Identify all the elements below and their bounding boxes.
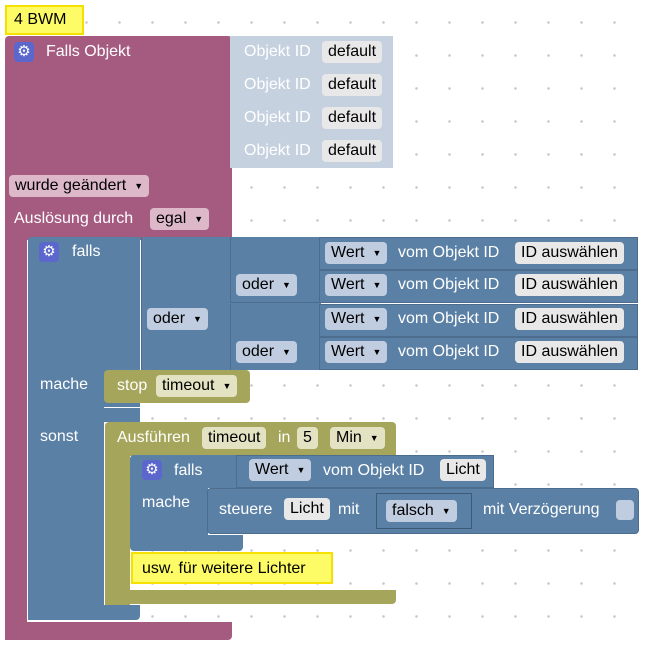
dropdown-arrow-icon: ▼: [369, 433, 379, 443]
delay-checkbox[interactable]: [616, 500, 634, 520]
dropdown-arrow-icon: ▼: [222, 381, 232, 391]
of-object-label: vom Objekt ID: [398, 310, 500, 327]
trigger-block[interactable]: [5, 36, 232, 240]
of-object-label: vom Objekt ID: [398, 343, 500, 360]
of-object-label: vom Objekt ID: [398, 244, 500, 261]
control-value-dropdown[interactable]: falsch ▼: [386, 500, 457, 522]
dropdown-arrow-icon: ▼: [282, 347, 291, 357]
dropdown-arrow-icon: ▼: [372, 280, 382, 290]
comment-top[interactable]: [5, 5, 84, 35]
object-label: Objekt ID: [244, 109, 311, 126]
select-id-field-3[interactable]: ID auswählen: [515, 308, 624, 330]
trigger-label: Auslösung durch: [14, 210, 134, 227]
timeout-block-left-bar: [105, 455, 130, 605]
dropdown-arrow-icon: ▼: [134, 181, 144, 191]
dropdown-arrow-icon: ▼: [193, 314, 202, 324]
select-id-field-1[interactable]: ID auswählen: [515, 242, 624, 264]
inner-if-bottom: [130, 535, 243, 551]
value-label: Wert: [331, 244, 365, 262]
control-object-field[interactable]: Licht: [284, 498, 330, 520]
dropdown-arrow-icon: ▼: [372, 347, 382, 357]
timeout-unit-value: Min: [336, 429, 362, 447]
if-label: falls: [72, 243, 101, 260]
trigger-block-bottom: [5, 622, 232, 640]
timeout-block-bottom: [105, 590, 396, 604]
trigger-value: egal: [156, 210, 187, 228]
object-field-1[interactable]: default: [322, 41, 383, 63]
comment-bottom-text: usw. für weitere Lichter: [142, 560, 306, 577]
value-dropdown-4[interactable]: Wert ▼: [325, 341, 388, 363]
gear-icon[interactable]: ⚙: [14, 42, 34, 62]
dropdown-arrow-icon: ▼: [441, 506, 451, 516]
or-value: oder: [242, 276, 275, 294]
timeout-unit-dropdown[interactable]: Min ▼: [330, 427, 385, 449]
control-with-label: mit: [338, 501, 360, 518]
value-dropdown-2[interactable]: Wert ▼: [325, 274, 388, 296]
stop-value: timeout: [162, 377, 215, 395]
or-dropdown-2[interactable]: oder ▼: [147, 308, 208, 330]
object-label: Objekt ID: [244, 43, 311, 60]
inner-of-object-label: vom Objekt ID: [323, 462, 425, 479]
dropdown-arrow-icon: ▼: [194, 214, 204, 224]
inner-object-field[interactable]: Licht: [440, 459, 486, 481]
of-object-label: vom Objekt ID: [398, 276, 500, 293]
inner-value-dropdown[interactable]: Wert ▼: [249, 459, 312, 481]
if-block-bottom: [28, 605, 140, 620]
select-id-field-2[interactable]: ID auswählen: [515, 274, 624, 296]
inner-if-left-bar: [130, 488, 208, 540]
comment-top-text: 4 BWM: [14, 11, 67, 28]
value-dropdown-3[interactable]: Wert ▼: [325, 308, 388, 330]
gear-icon[interactable]: ⚙: [39, 242, 59, 262]
dropdown-arrow-icon: ▼: [372, 248, 382, 258]
control-label: steuere: [219, 501, 273, 518]
change-mode-dropdown[interactable]: wurde geändert ▼: [9, 175, 150, 197]
delay-label: mit Verzögerung: [483, 501, 600, 518]
timeout-amount-field[interactable]: 5: [297, 427, 318, 449]
inner-then-label: mache: [142, 494, 191, 511]
if-block-else-row: [28, 408, 140, 422]
dropdown-arrow-icon: ▼: [296, 465, 306, 475]
stop-dropdown[interactable]: timeout ▼: [156, 375, 238, 397]
select-id-field-4[interactable]: ID auswählen: [515, 341, 624, 363]
or-value: oder: [242, 343, 275, 361]
object-field-2[interactable]: default: [322, 74, 383, 96]
object-field-3[interactable]: default: [322, 107, 383, 129]
object-field-4[interactable]: default: [322, 140, 383, 162]
inner-if-label: falls: [174, 462, 203, 479]
timeout-label: Ausführen: [117, 429, 190, 446]
change-mode-value: wurde geändert: [15, 177, 127, 195]
else-label: sonst: [40, 428, 79, 445]
dropdown-arrow-icon: ▼: [282, 280, 291, 290]
or-dropdown-1[interactable]: oder ▼: [236, 274, 297, 296]
dropdown-arrow-icon: ▼: [372, 314, 382, 324]
then-label: mache: [40, 376, 89, 393]
control-value: falsch: [392, 502, 434, 520]
value-dropdown-1[interactable]: Wert ▼: [325, 242, 388, 264]
trigger-dropdown[interactable]: egal ▼: [150, 208, 210, 230]
value-label: Wert: [331, 310, 365, 328]
object-label: Objekt ID: [244, 142, 311, 159]
or-value: oder: [153, 310, 186, 328]
timeout-name-field[interactable]: timeout: [202, 427, 267, 449]
trigger-block-left-bar: [5, 236, 27, 640]
value-label: Wert: [331, 343, 365, 361]
timeout-in-label: in: [278, 429, 291, 446]
comment-bottom[interactable]: [131, 552, 333, 584]
gear-icon[interactable]: ⚙: [142, 460, 162, 480]
inner-value-label: Wert: [255, 461, 289, 479]
object-label: Objekt ID: [244, 76, 311, 93]
stop-label: stop: [117, 377, 148, 394]
or-dropdown-3[interactable]: oder ▼: [236, 341, 297, 363]
value-label: Wert: [331, 276, 365, 294]
trigger-title: Falls Objekt: [46, 43, 131, 60]
